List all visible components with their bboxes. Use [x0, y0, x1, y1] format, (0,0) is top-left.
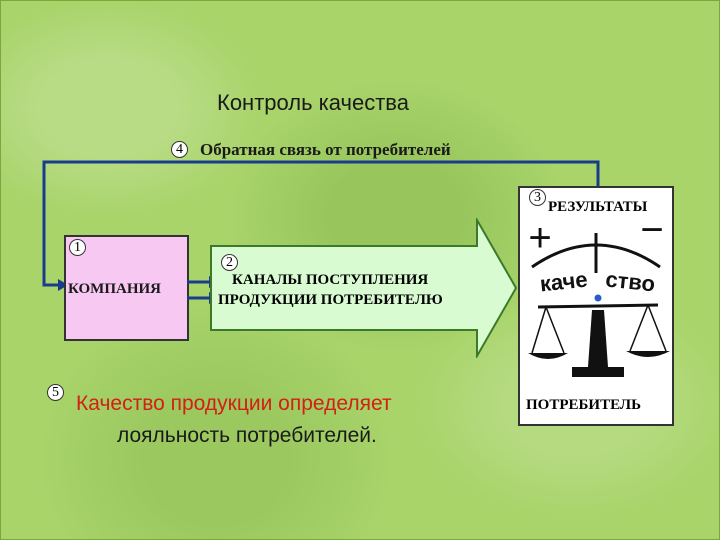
statement-line2: лояльность потребителей. [117, 424, 377, 447]
feedback-label: Обратная связь от потребителей [200, 140, 451, 159]
feedback-loop-arrow [42, 160, 600, 291]
channels-label-line1: КАНАЛЫ ПОСТУПЛЕНИЯ [232, 272, 429, 288]
company-label: КОМПАНИЯ [68, 281, 161, 297]
quality-word-right: ство [604, 266, 656, 296]
step-number-5: 5 [47, 384, 64, 401]
plus-sign: + [528, 216, 551, 260]
results-label: РЕЗУЛЬТАТЫ [548, 199, 648, 215]
quality-scales-icon: + − каче ство [528, 215, 670, 377]
step-number-3: 3 [529, 189, 546, 206]
quality-word-left: каче [539, 267, 589, 297]
channels-arrow [210, 218, 518, 358]
company-box [64, 235, 189, 341]
page-title: Контроль качества [217, 90, 409, 115]
consumer-label: ПОТРЕБИТЕЛЬ [526, 397, 641, 413]
statement-line1: Качество продукции определяет [76, 392, 392, 415]
channels-label-line2: ПРОДУКЦИИ ПОТРЕБИТЕЛЮ [218, 292, 443, 308]
minus-sign: − [640, 215, 663, 252]
step-number-2: 2 [221, 254, 238, 271]
step-number-1: 1 [69, 239, 86, 256]
step-number-4: 4 [171, 141, 188, 158]
